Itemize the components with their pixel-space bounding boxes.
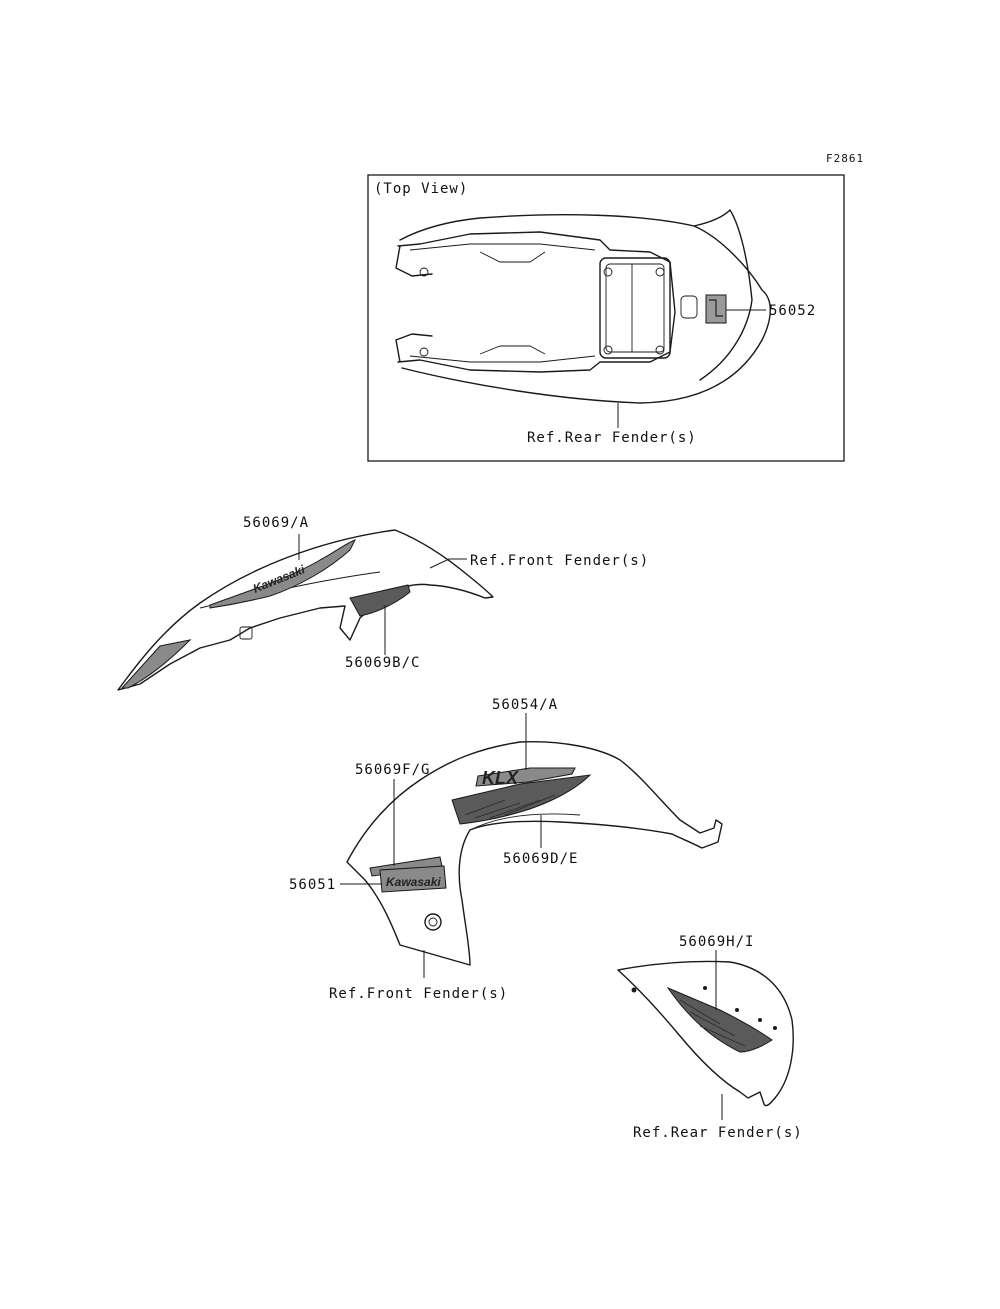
leader-left-front-fender	[429, 558, 467, 569]
decal-left-fender-tip	[120, 639, 192, 689]
decal-56054-a: KLX	[475, 767, 576, 788]
callout-right-front-fender-ref: Ref.Front Fender(s)	[329, 986, 508, 1002]
callout-56069-fg: 56069F/G	[355, 762, 430, 778]
callout-56069-a: 56069/A	[243, 515, 309, 531]
decal-56069-bc	[349, 584, 411, 617]
decal-56069-de	[451, 774, 592, 825]
figure-code: F2861	[826, 152, 864, 165]
top-view-title: (Top View)	[374, 181, 468, 197]
front-fender-left: Kawasaki	[117, 529, 494, 691]
top-view-frame	[367, 174, 845, 462]
front-fender-right: KLX Kawasaki	[346, 740, 723, 966]
callout-56051: 56051	[289, 877, 336, 893]
decal-56051: Kawasaki	[379, 865, 447, 893]
callout-rear-fender-side-ref: Ref.Rear Fender(s)	[633, 1125, 803, 1141]
top-view-panel: (Top View)	[367, 174, 845, 462]
right-fender-logo: Kawasaki	[386, 875, 441, 889]
callout-left-front-fender-ref: Ref.Front Fender(s)	[470, 553, 649, 569]
callout-56052: 56052	[769, 303, 816, 319]
callout-56069-bc: 56069B/C	[345, 655, 420, 671]
rear-fender-side	[617, 960, 794, 1107]
callout-56069-hi: 56069H/I	[679, 934, 754, 950]
seat-rear-fender-outline	[395, 209, 771, 404]
decal-56069-a	[209, 539, 357, 609]
callout-top-rear-fender-ref: Ref.Rear Fender(s)	[527, 430, 697, 446]
seat-decal-56052	[705, 294, 727, 324]
callout-56069-de: 56069D/E	[503, 851, 578, 867]
decal-56069-hi	[666, 986, 773, 1053]
callout-56054-a: 56054/A	[492, 697, 558, 713]
model-text: KLX	[482, 768, 519, 788]
